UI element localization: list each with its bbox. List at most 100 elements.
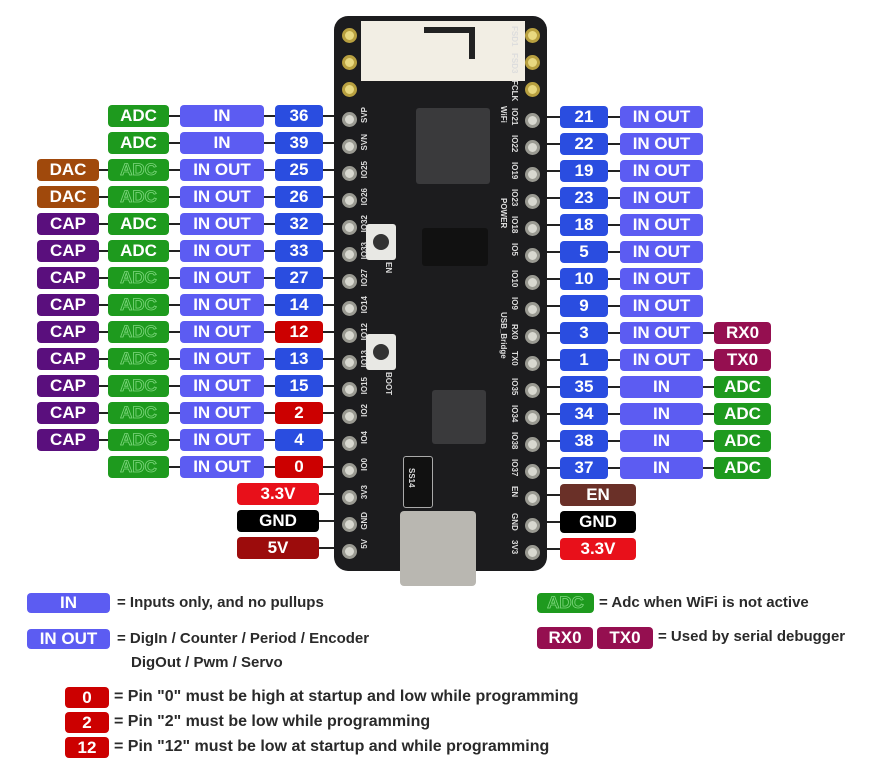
connector-line — [264, 304, 275, 306]
connector-line — [703, 332, 714, 334]
connector-line — [264, 115, 275, 117]
connector-line — [608, 440, 620, 442]
io-badge: IN OUT — [620, 349, 703, 371]
connector-line — [99, 250, 108, 252]
header-hole-left — [342, 544, 357, 559]
legend-strap-0-text: = Pin "0" must be high at startup and lo… — [114, 688, 579, 705]
legend-in-badge: IN — [27, 593, 110, 613]
connector-line — [323, 277, 342, 279]
header-hole-right — [525, 248, 540, 263]
header-hole-left — [342, 193, 357, 208]
dac-badge: DAC — [37, 159, 99, 181]
silkscreen-label: SVN — [360, 134, 369, 151]
silkscreen-label: IO38 — [510, 432, 519, 450]
cap-badge: CAP — [37, 321, 99, 343]
connector-line — [323, 304, 342, 306]
connector-line — [169, 142, 180, 144]
header-hole-top-left — [342, 55, 357, 70]
io-badge: IN OUT — [620, 241, 703, 263]
header-hole-right — [525, 167, 540, 182]
connector-line — [608, 413, 620, 415]
connector-line — [99, 223, 108, 225]
connector-line — [264, 250, 275, 252]
silkscreen-label: IO15 — [360, 377, 369, 395]
silkscreen-label: FSD3 — [510, 53, 519, 74]
io-badge: IN — [620, 430, 703, 452]
connector-line — [608, 197, 620, 199]
connector-line — [608, 143, 620, 145]
micro-usb-port[interactable] — [400, 511, 476, 586]
pin-number-badge: 33 — [275, 240, 323, 262]
header-hole-left — [342, 409, 357, 424]
silkscreen-label: RX0 — [510, 324, 519, 340]
io-badge: IN OUT — [620, 133, 703, 155]
io-badge: IN OUT — [620, 187, 703, 209]
legend-inout-badge: IN OUT — [27, 629, 110, 649]
connector-line — [169, 439, 180, 441]
legend-strap-0-badge: 0 — [65, 687, 109, 708]
silkscreen-label: IO18 — [510, 216, 519, 234]
pin-number-badge: 39 — [275, 132, 323, 154]
connector-line — [169, 196, 180, 198]
cap-badge: CAP — [37, 348, 99, 370]
pin-number-badge: 4 — [275, 429, 323, 451]
connector-line — [323, 223, 342, 225]
adc-badge: ADC — [108, 429, 169, 451]
connector-line — [608, 251, 620, 253]
silkscreen-label: FSD1 — [510, 26, 519, 47]
silkscreen-label: USB_Bridge — [499, 312, 508, 359]
silkscreen-label: BOOT — [384, 372, 393, 396]
connector-line — [323, 115, 342, 117]
silkscreen-label: TX0 — [510, 351, 519, 366]
silkscreen-label: IO25 — [360, 161, 369, 179]
connector-line — [169, 223, 180, 225]
header-hole-right — [525, 518, 540, 533]
header-hole-right — [525, 491, 540, 506]
connector-line — [319, 493, 342, 495]
io-badge: IN OUT — [620, 322, 703, 344]
connector-line — [319, 520, 342, 522]
adc-badge: ADC — [108, 159, 169, 181]
connector-line — [703, 359, 714, 361]
connector-line — [99, 304, 108, 306]
connector-line — [540, 386, 560, 388]
connector-line — [540, 251, 560, 253]
header-hole-left — [342, 490, 357, 505]
io-badge: IN — [620, 457, 703, 479]
silkscreen-label: IO10 — [510, 270, 519, 288]
silkscreen-label: IO33 — [360, 242, 369, 260]
connector-line — [99, 412, 108, 414]
silkscreen-label: IO27 — [360, 269, 369, 287]
silkscreen-label: IO12 — [360, 323, 369, 341]
silkscreen-label: SS14 — [407, 468, 416, 488]
adc-badge: ADC — [714, 457, 771, 479]
connector-line — [323, 358, 342, 360]
adc-badge: ADC — [108, 375, 169, 397]
connector-line — [323, 331, 342, 333]
en-button[interactable] — [366, 224, 396, 260]
connector-line — [169, 304, 180, 306]
connector-line — [264, 277, 275, 279]
adc-badge: ADC — [108, 456, 169, 478]
connector-line — [99, 277, 108, 279]
io-badge: IN OUT — [180, 294, 264, 316]
header-hole-top-left — [342, 28, 357, 43]
silkscreen-label: IO4 — [360, 431, 369, 444]
power-badge-gnd: GND — [560, 511, 636, 533]
connector-line — [608, 305, 620, 307]
io-badge: IN OUT — [180, 456, 264, 478]
connector-line — [264, 439, 275, 441]
adc-badge: ADC — [108, 105, 169, 127]
silkscreen-label: IO35 — [510, 378, 519, 396]
io-badge: IN OUT — [180, 267, 264, 289]
connector-line — [169, 115, 180, 117]
connector-line — [169, 385, 180, 387]
wifi-antenna — [361, 21, 525, 81]
boot-button[interactable] — [366, 334, 396, 370]
pin-number-badge: 23 — [560, 187, 608, 209]
connector-line — [169, 169, 180, 171]
io-badge: IN — [180, 132, 264, 154]
legend-strap-2-badge: 2 — [65, 712, 109, 733]
connector-line — [608, 170, 620, 172]
silkscreen-label: IO26 — [360, 188, 369, 206]
